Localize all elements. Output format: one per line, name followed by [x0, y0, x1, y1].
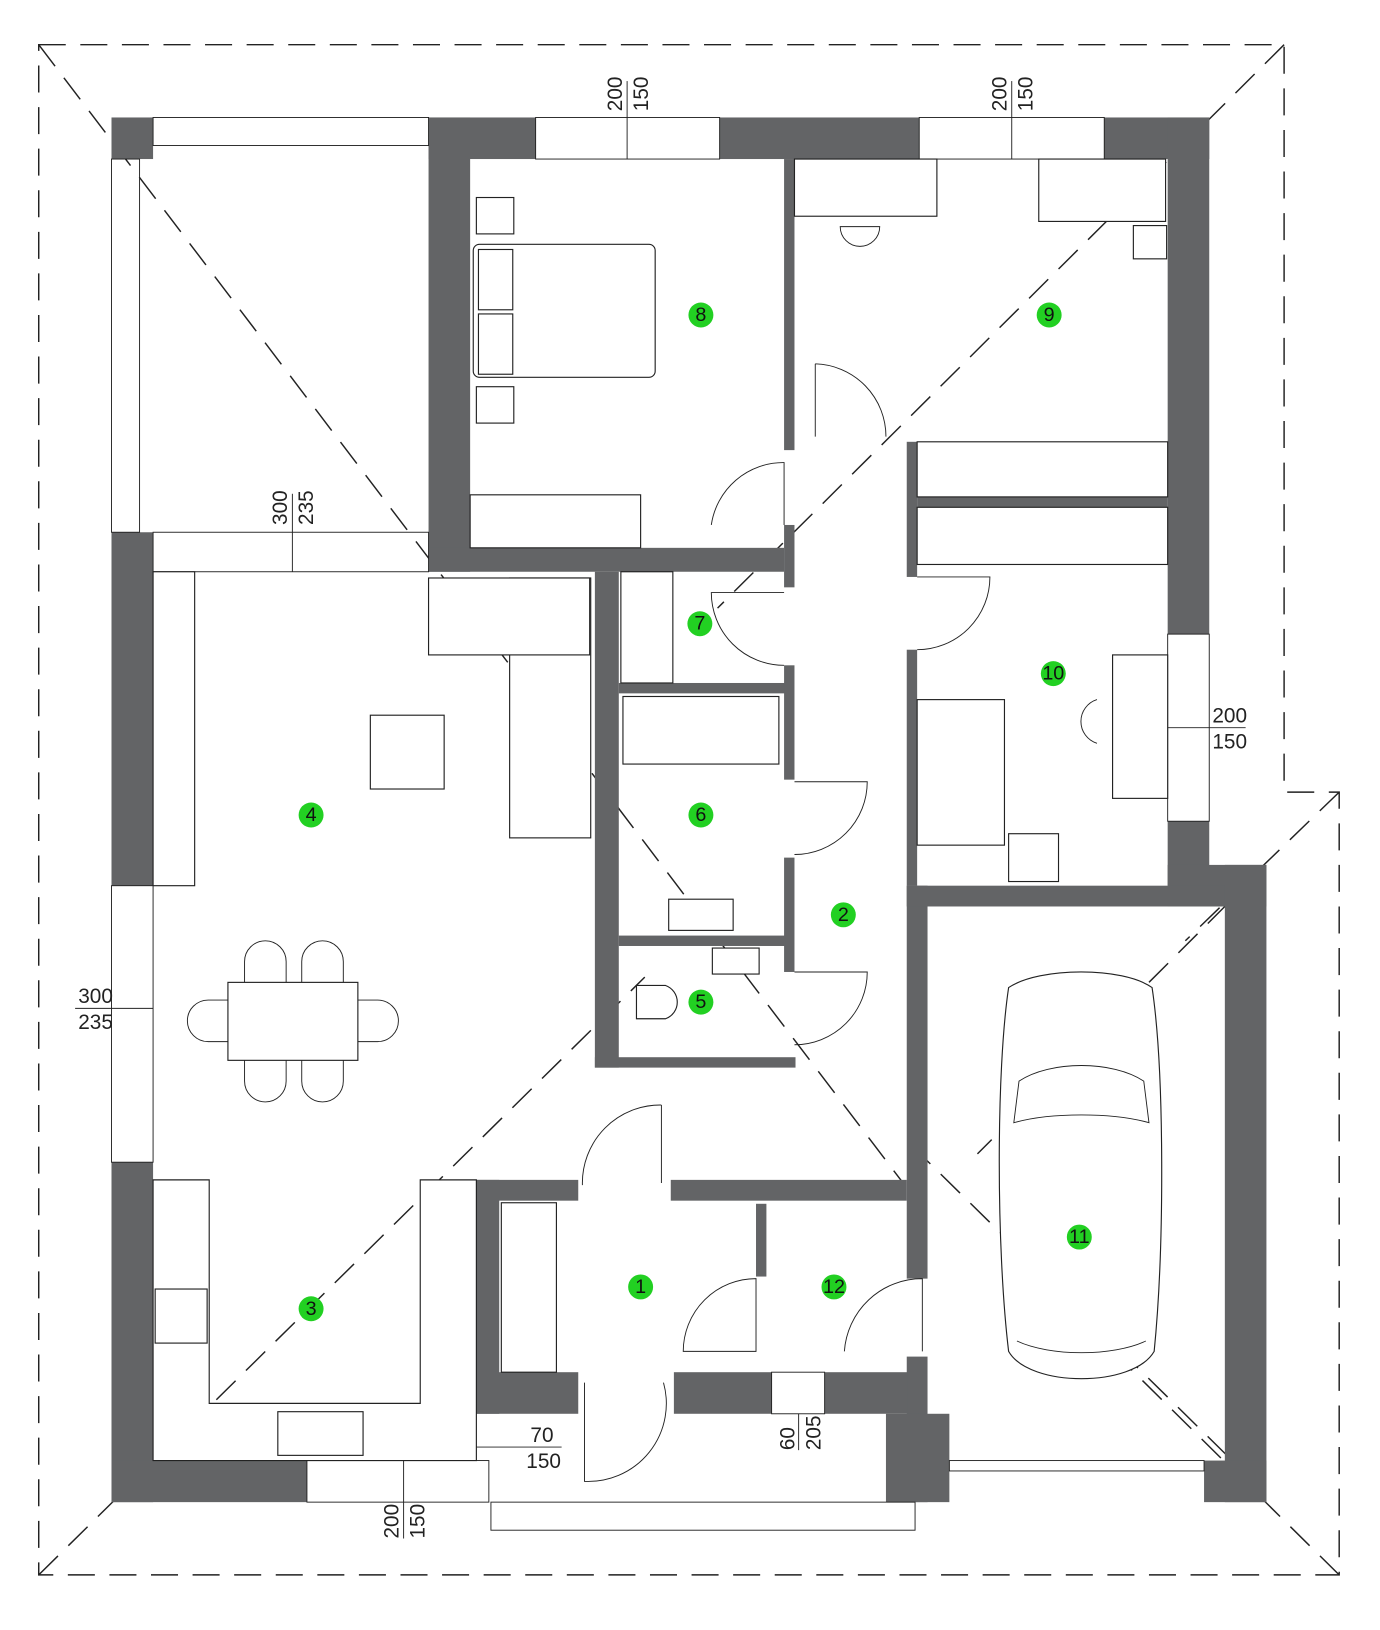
- svg-text:150: 150: [406, 1504, 429, 1539]
- room-marker-9: 9: [1036, 302, 1062, 328]
- svg-text:8: 8: [695, 304, 706, 326]
- chairs: [186, 940, 399, 1103]
- room-markers: 1 2 3 4 5 6 7 8 9 10 11 12: [298, 302, 1092, 1322]
- dim-door-entrance: 70 150: [476, 1424, 562, 1473]
- svg-text:235: 235: [78, 1011, 113, 1034]
- svg-text:150: 150: [526, 1450, 561, 1473]
- svg-text:60: 60: [776, 1427, 799, 1450]
- sink: [711, 947, 760, 975]
- coffee-table: [369, 714, 445, 790]
- kitchen-sink: [277, 1411, 364, 1456]
- svg-text:7: 7: [694, 613, 705, 635]
- desk: [1112, 654, 1169, 799]
- svg-text:300: 300: [78, 985, 113, 1008]
- svg-text:200: 200: [989, 77, 1012, 112]
- svg-text:5: 5: [695, 991, 706, 1013]
- room-marker-7: 7: [687, 611, 713, 637]
- room-marker-5: 5: [688, 989, 714, 1015]
- svg-text:11: 11: [1069, 1226, 1090, 1248]
- svg-text:205: 205: [802, 1415, 825, 1450]
- svg-text:200: 200: [380, 1504, 403, 1539]
- sink: [668, 898, 734, 931]
- wardrobe: [500, 1202, 557, 1373]
- svg-text:2: 2: [838, 904, 849, 926]
- room-marker-10: 10: [1040, 661, 1066, 687]
- svg-text:150: 150: [1015, 77, 1038, 112]
- dim-window-vestibule: 60 205: [776, 1413, 825, 1451]
- room-marker-2: 2: [830, 902, 856, 928]
- stove: [154, 1288, 208, 1344]
- svg-text:12: 12: [823, 1276, 845, 1298]
- room-marker-8: 8: [688, 302, 714, 328]
- dim-window-room10: 200 150: [1167, 704, 1247, 753]
- dim-window-terrace: 300 235: [269, 490, 318, 572]
- kitchen-counter: [152, 1179, 477, 1462]
- svg-text:300: 300: [269, 490, 292, 525]
- wardrobe: [916, 506, 1169, 566]
- svg-text:200: 200: [604, 77, 627, 112]
- cabinet: [152, 571, 196, 887]
- svg-text:1: 1: [635, 1276, 646, 1298]
- bed: [472, 243, 656, 378]
- room-marker-4: 4: [298, 802, 324, 828]
- dining-table: [227, 981, 359, 1061]
- svg-text:3: 3: [306, 1298, 317, 1320]
- wardrobe: [469, 494, 642, 549]
- svg-text:150: 150: [1212, 730, 1247, 753]
- svg-text:70: 70: [530, 1424, 553, 1447]
- room-marker-12: 12: [821, 1274, 847, 1300]
- toilet: [635, 984, 678, 1020]
- walls: [111, 117, 1267, 1503]
- bathtub: [622, 695, 780, 765]
- car: [998, 971, 1163, 1380]
- wardrobe: [620, 571, 674, 684]
- svg-text:200: 200: [1212, 704, 1247, 727]
- bed: [916, 699, 1006, 846]
- room-marker-3: 3: [298, 1296, 324, 1322]
- svg-text:150: 150: [630, 77, 653, 112]
- windows: [111, 117, 1210, 1531]
- room-marker-1: 1: [628, 1274, 654, 1300]
- bed: [1038, 158, 1167, 222]
- dim-window-bedroom8: 200 150: [604, 77, 653, 160]
- doors: [581, 363, 991, 1482]
- wardrobe: [916, 441, 1169, 498]
- dimension-labels: 200 150 200 150 300 235 200 150 300 235 …: [75, 77, 1247, 1539]
- desk: [793, 158, 938, 217]
- svg-text:4: 4: [306, 804, 317, 826]
- furniture: [152, 158, 1169, 1462]
- svg-text:10: 10: [1042, 663, 1064, 685]
- dim-window-kitchen: 200 150: [380, 1460, 429, 1539]
- dim-window-bedroom9: 200 150: [989, 77, 1038, 160]
- room-marker-6: 6: [688, 802, 714, 828]
- room-marker-11: 11: [1066, 1224, 1092, 1250]
- svg-text:6: 6: [695, 804, 706, 826]
- svg-text:9: 9: [1044, 304, 1055, 326]
- svg-text:235: 235: [295, 490, 318, 525]
- dim-window-living-left: 300 235: [75, 985, 154, 1034]
